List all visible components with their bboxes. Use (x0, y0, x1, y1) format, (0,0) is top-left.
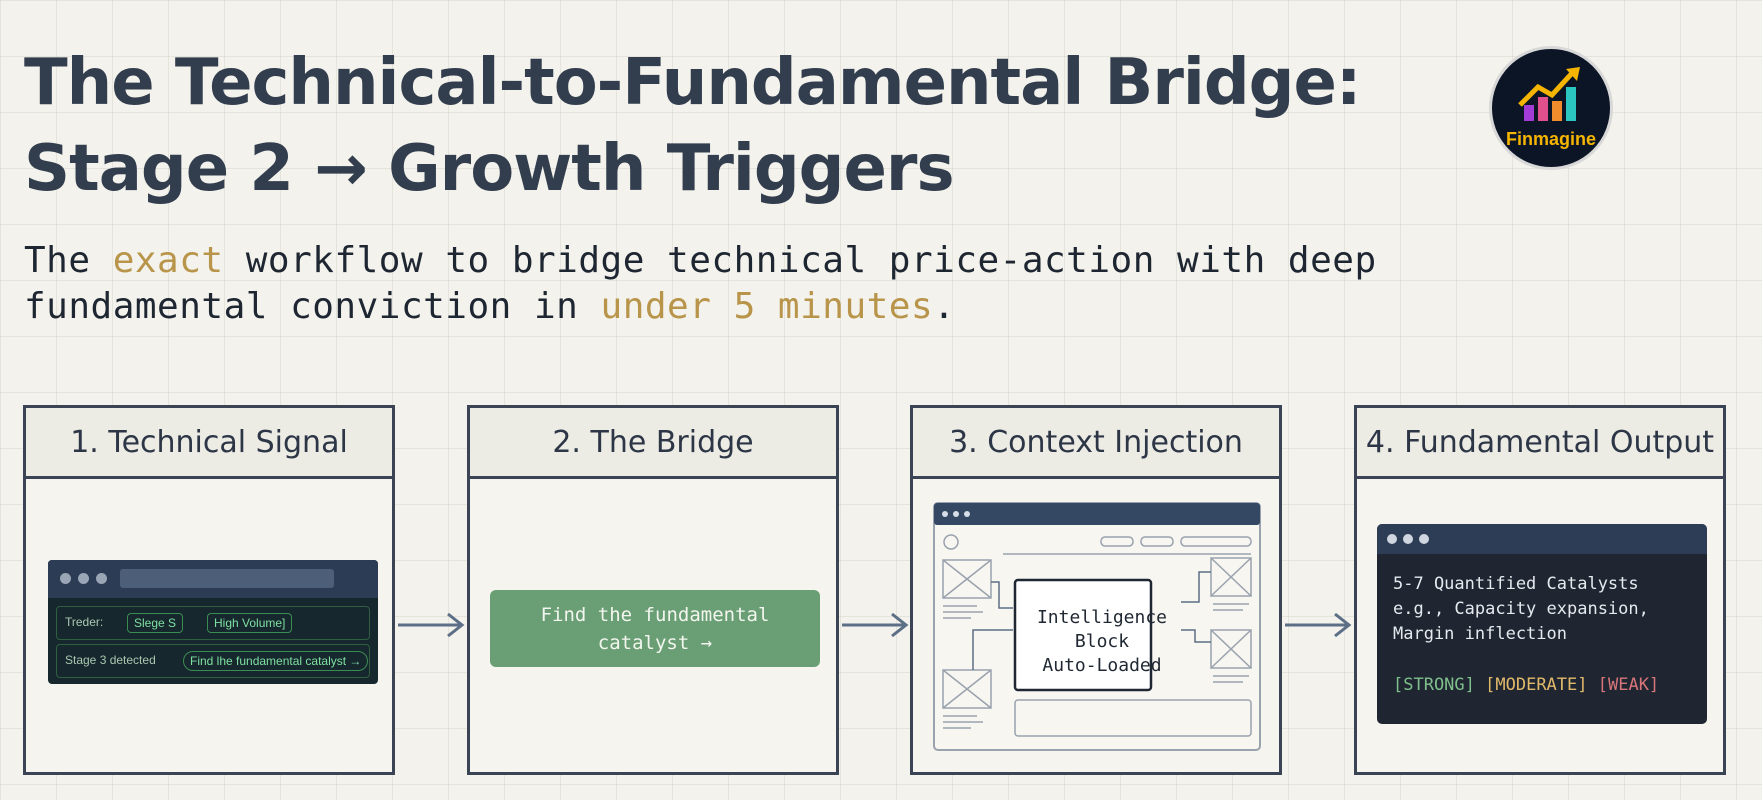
rising-chart-icon (1518, 67, 1580, 121)
volume-pill: High Volume] (207, 613, 293, 633)
bridge-button-line-2: catalyst → (597, 631, 713, 654)
window-dot-icon (1403, 534, 1413, 544)
step-card-context-injection: 3. Context Injection (910, 405, 1282, 775)
output-line-2: e.g., Capacity expansion, (1393, 599, 1649, 619)
trader-terminal: Treder: Slege S High Volume] Stage 3 det… (48, 560, 378, 684)
step-card-bridge: 2. The Bridge Find the fundamental catal… (467, 405, 839, 775)
subtitle: The exact workflow to bridge technical p… (24, 238, 1377, 330)
catalyst-tags: [STRONG] [MODERATE] [WEAK] (1393, 673, 1659, 698)
subtitle-part-1: The (24, 240, 113, 281)
tag-weak: [WEAK] (1597, 675, 1660, 695)
terminal-title-bar (1377, 524, 1707, 554)
logo-text: Finmagine (1505, 129, 1596, 149)
page-title: The Technical-to-Fundamental Bridge: Sta… (24, 40, 1361, 212)
output-text: 5-7 Quantified Catalysts e.g., Capacity … (1393, 572, 1659, 698)
subtitle-highlight-2: under 5 minutes (600, 286, 934, 327)
find-fundamental-catalyst-button[interactable]: Find the fundamental catalyst → (490, 590, 820, 667)
find-catalyst-button[interactable]: Find lhe fundamental catalyst → (183, 651, 369, 671)
window-dot-icon (60, 573, 71, 584)
step-header: 4. Fundamental Output (1357, 408, 1723, 479)
signal-row: Treder: Slege S High Volume] (56, 606, 370, 640)
title-line-2: Stage 2 → Growth Triggers (24, 132, 955, 206)
trader-label: Treder: (65, 615, 104, 629)
block-line-3: Auto-Loaded (1042, 655, 1162, 676)
subtitle-part-3: fundamental conviction in (24, 286, 601, 327)
output-terminal: 5-7 Quantified Catalysts e.g., Capacity … (1377, 524, 1707, 724)
subtitle-highlight-1: exact (112, 240, 224, 281)
bridge-button-line-1: Find the fundamental (540, 603, 770, 626)
subtitle-part-4: . (933, 286, 956, 327)
flow-arrow-icon (398, 612, 465, 638)
window-dot-icon (96, 573, 107, 584)
window-dot-icon (78, 573, 89, 584)
flow-arrow-icon (842, 612, 909, 638)
output-line-3: Margin inflection (1393, 624, 1567, 644)
window-dot-icon (1419, 534, 1429, 544)
step-card-fundamental-output: 4. Fundamental Output 5-7 Quantified Cat… (1354, 405, 1726, 775)
stage-detected-label: Stage 3 detected (65, 653, 156, 667)
terminal-title-bar (48, 560, 378, 598)
title-line-1: The Technical-to-Fundamental Bridge: (24, 46, 1361, 120)
step-header: 2. The Bridge (470, 408, 836, 479)
step-header: 3. Context Injection (913, 408, 1279, 479)
detection-row: Stage 3 detected Find lhe fundamental ca… (56, 644, 370, 678)
address-bar (120, 569, 334, 588)
block-line-2: Block (1074, 631, 1130, 652)
step-card-technical-signal: 1. Technical Signal Treder: Slege S High… (23, 405, 395, 775)
step-header: 1. Technical Signal (26, 408, 392, 479)
window-dot-icon (1387, 534, 1397, 544)
output-line-1: 5-7 Quantified Catalysts (1393, 574, 1639, 594)
wireframe-browser (933, 502, 1261, 751)
tag-strong: [STRONG] (1393, 675, 1475, 695)
subtitle-part-2: workflow to bridge technical price-actio… (223, 240, 1377, 281)
intelligence-block: Intelligence Block Auto-Loaded (1034, 606, 1170, 678)
block-line-1: Intelligence (1036, 607, 1168, 628)
tag-moderate: [MODERATE] (1485, 675, 1588, 695)
finmagine-logo: Finmagine (1489, 46, 1613, 170)
flow-arrow-icon (1285, 612, 1352, 638)
stage-pill: Slege S (127, 613, 184, 633)
